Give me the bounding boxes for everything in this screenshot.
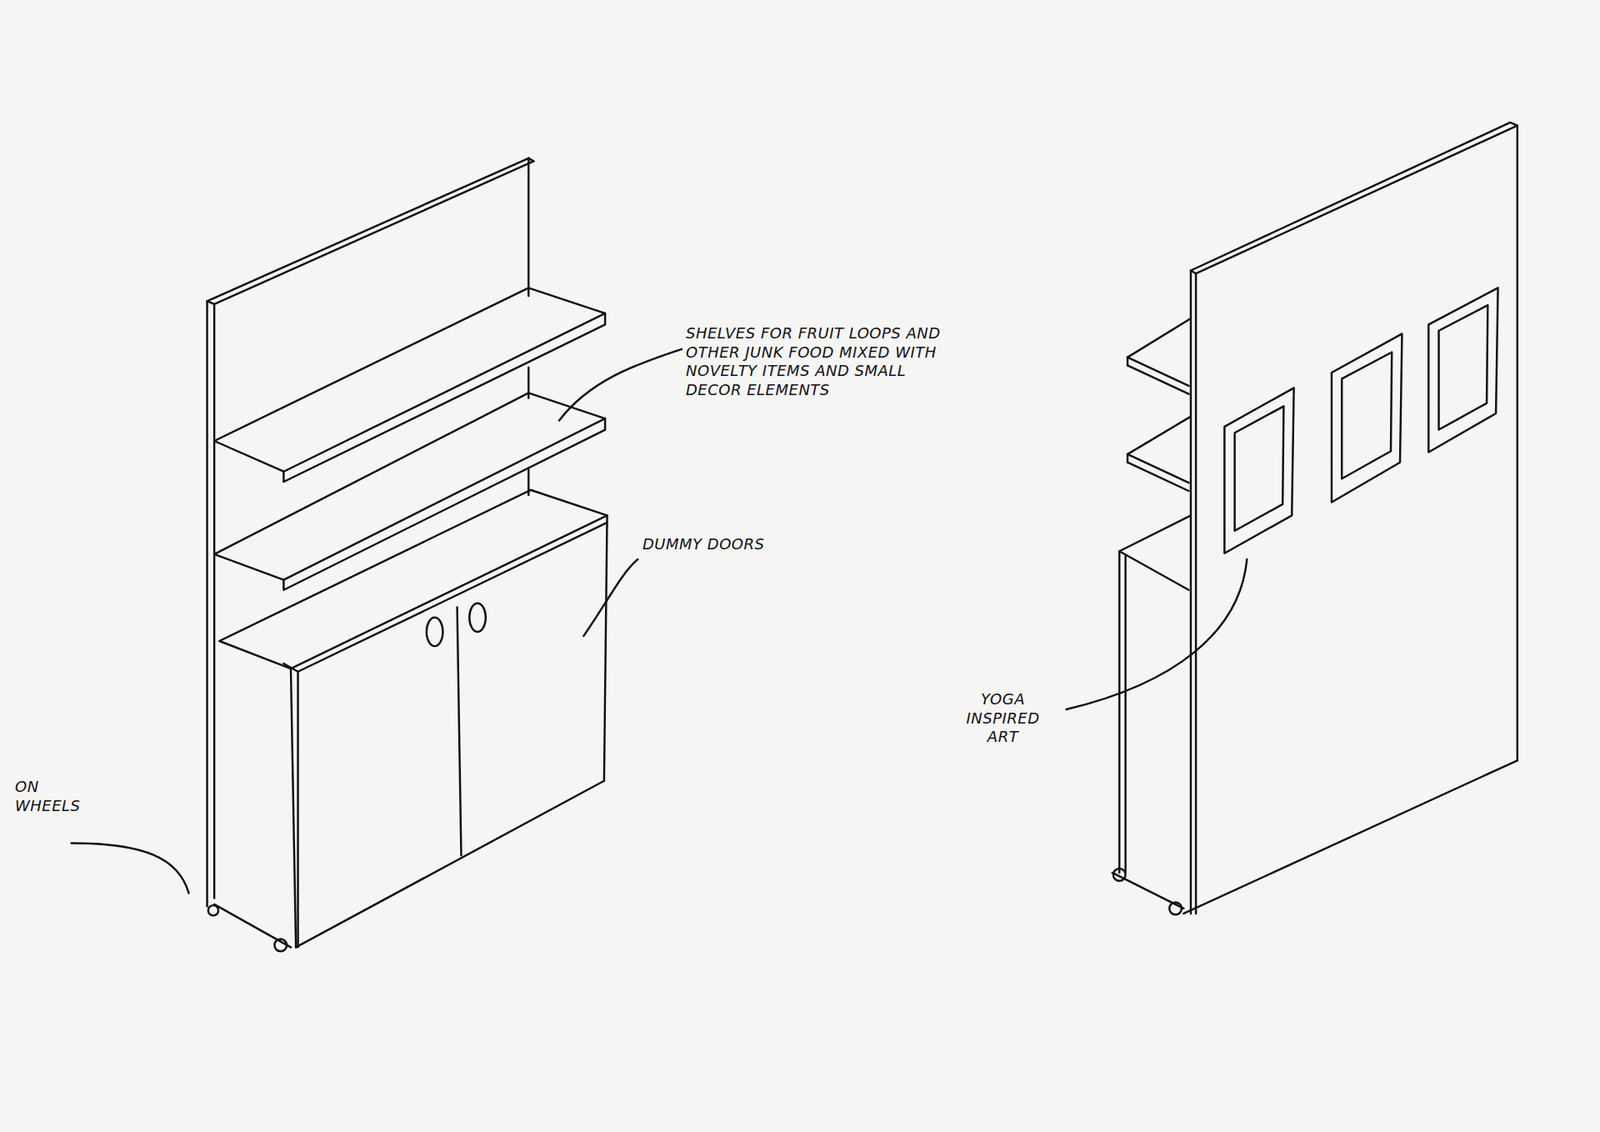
leader-line — [583, 559, 638, 636]
annotation-note: ON WHEELS — [15, 777, 107, 815]
leader-line — [559, 349, 682, 421]
annotation-note: YOGA INSPIRED ART — [959, 690, 1047, 747]
leader-line — [71, 842, 190, 893]
annotation-note: SHELVES FOR FRUIT LOOPS AND OTHER JUNK F… — [685, 324, 953, 400]
leader-line — [1066, 559, 1248, 710]
annotation-note: DUMMY DOORS — [642, 535, 810, 555]
back-unit — [1112, 122, 1518, 915]
front-unit — [207, 158, 608, 951]
